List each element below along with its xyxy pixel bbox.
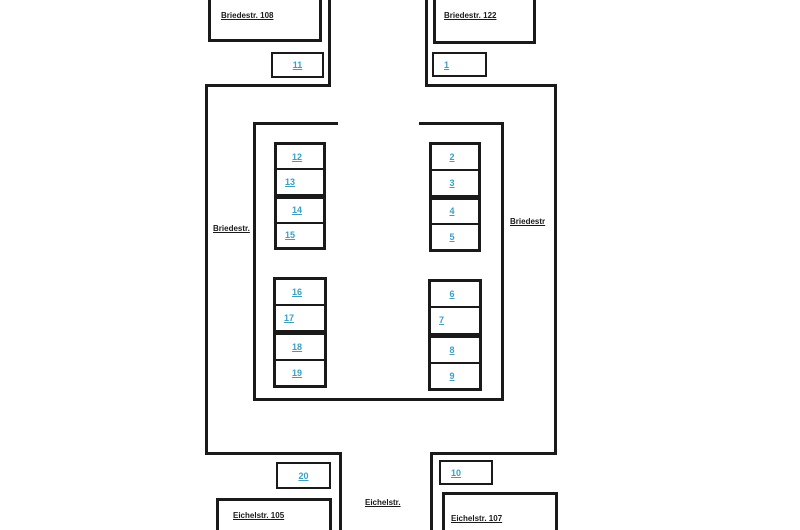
spot-group-right-top: 2 3 4 5 [429, 142, 481, 252]
spot-cell: 9 [431, 361, 479, 388]
spot-cell: 12 [277, 145, 323, 168]
spot-link-20[interactable]: 20 [298, 470, 309, 481]
spot-link-12[interactable]: 12 [291, 151, 302, 162]
spot-link-6[interactable]: 6 [449, 289, 455, 300]
wall-outer-bottom-left [205, 452, 342, 455]
spot-cell: 13 [277, 168, 323, 193]
wall-outer-left [205, 84, 208, 455]
spot-group-left-top: 12 13 14 15 [274, 142, 326, 250]
spot-cell: 16 [276, 280, 324, 304]
spot-cell: 19 [276, 359, 324, 385]
spot-link-5[interactable]: 5 [449, 232, 455, 243]
spot-link-2[interactable]: 2 [449, 151, 455, 162]
spot-box-10: 10 [439, 460, 493, 485]
inner-top-edge-left [253, 122, 338, 125]
spot-link-11[interactable]: 11 [292, 60, 303, 70]
spot-box-11: 11 [271, 52, 324, 78]
spot-group-left-bottom: 16 17 18 19 [273, 277, 327, 388]
spot-link-4[interactable]: 4 [449, 206, 455, 217]
spot-cell: 6 [431, 282, 479, 306]
street-label-briedestr-left: Briedestr. [213, 224, 250, 233]
spot-cell: 14 [277, 193, 323, 222]
driveway-wall-bottom-left [339, 452, 342, 530]
spot-link-9[interactable]: 9 [449, 370, 455, 381]
spot-link-1[interactable]: 1 [444, 59, 450, 70]
spot-link-18[interactable]: 18 [291, 342, 302, 352]
spot-box-20: 20 [276, 462, 331, 489]
spot-link-17[interactable]: 17 [284, 313, 295, 323]
spot-cell: 8 [431, 332, 479, 362]
spot-link-8[interactable]: 8 [449, 344, 455, 355]
spot-cell: 3 [432, 168, 478, 195]
building-label-briedestr-122: Briedestr. 122 [444, 11, 497, 20]
spot-group-right-bottom: 6 7 8 9 [428, 279, 482, 391]
inner-top-edge-right [419, 122, 504, 125]
spot-box-1: 1 [432, 52, 487, 77]
spot-link-7[interactable]: 7 [439, 315, 445, 326]
wall-outer-top-right [426, 84, 557, 87]
wall-outer-top-left [205, 84, 331, 87]
spot-cell: 4 [432, 194, 478, 224]
spot-cell: 5 [432, 223, 478, 249]
spot-cell: 2 [432, 145, 478, 169]
wall-outer-bottom-right [430, 452, 557, 455]
spot-link-15[interactable]: 15 [285, 230, 296, 241]
building-eichelstr-107: Eichelstr. 107 [442, 492, 558, 530]
building-label-briedestr-108: Briedestr. 108 [221, 11, 274, 20]
spot-link-10[interactable]: 10 [451, 467, 462, 478]
spot-link-3[interactable]: 3 [449, 177, 455, 188]
spot-link-14[interactable]: 14 [291, 205, 302, 216]
spot-cell: 17 [276, 304, 324, 330]
building-briedestr-122: Briedestr. 122 [433, 0, 536, 44]
driveway-wall-bottom-right [430, 452, 433, 530]
driveway-wall-top-right [425, 0, 428, 87]
spot-link-16[interactable]: 16 [291, 287, 302, 297]
building-label-eichelstr-105: Eichelstr. 105 [233, 511, 285, 520]
driveway-wall-top-left [328, 0, 331, 87]
spot-link-19[interactable]: 19 [291, 368, 302, 378]
building-label-eichelstr-107: Eichelstr. 107 [451, 514, 503, 523]
building-eichelstr-105: Eichelstr. 105 [216, 498, 332, 530]
spot-cell: 15 [277, 221, 323, 247]
spot-link-13[interactable]: 13 [285, 176, 296, 187]
spot-cell: 7 [431, 306, 479, 332]
street-label-briedestr-right: Briedestr [510, 217, 546, 226]
building-briedestr-108: Briedestr. 108 [208, 0, 322, 42]
street-label-eichelstr: Eichelstr. [365, 498, 401, 507]
wall-outer-right [554, 84, 557, 455]
spot-cell: 18 [276, 330, 324, 359]
